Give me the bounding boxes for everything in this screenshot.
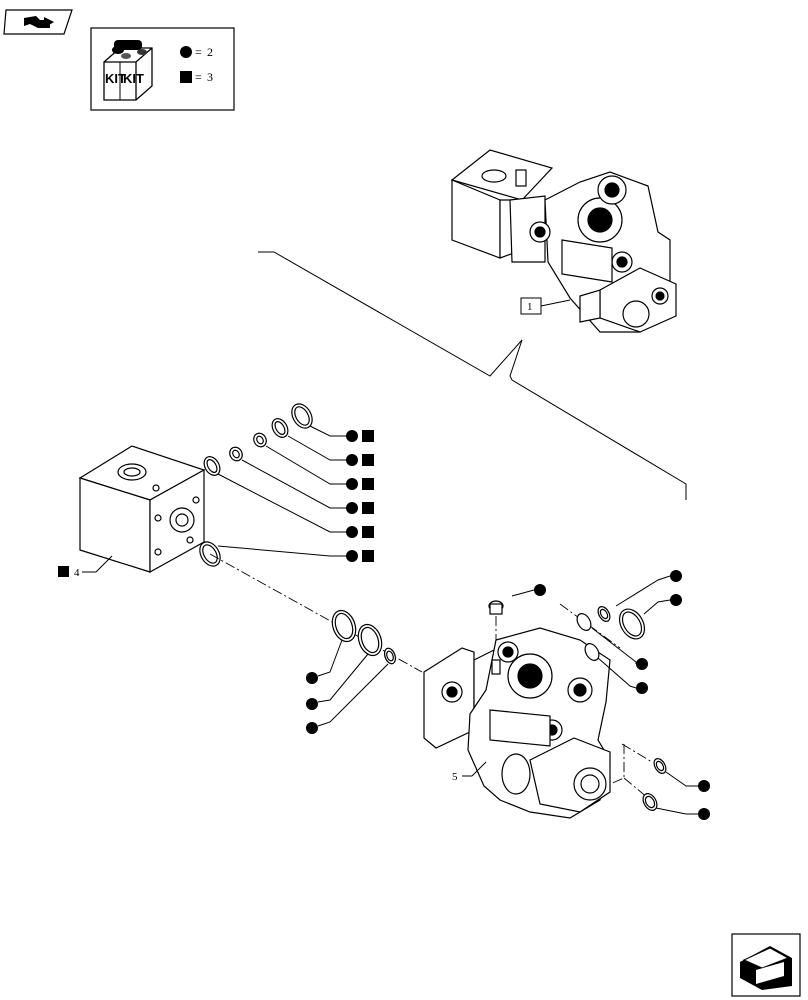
callout-1: 1: [520, 297, 571, 315]
kit-marker-square: [362, 454, 374, 466]
kit-marker-circle: [670, 594, 682, 606]
ref-5-label: 5: [452, 771, 458, 783]
kit-marker-circle: [346, 550, 358, 562]
kit-marker-circle: [306, 672, 318, 684]
kit-marker-circle: [534, 584, 546, 596]
book-arrow-icon[interactable]: [3, 9, 73, 35]
square-equals: =: [195, 70, 202, 84]
lower-leader-lines: [317, 575, 698, 815]
ref-4-label: 4: [74, 567, 80, 579]
valve-body-exploded: [423, 600, 611, 819]
kit-marker-square: [362, 526, 374, 538]
valve-assembly-overview: [450, 149, 677, 333]
kit-marker-circle: [636, 682, 648, 694]
kit-marker-circle: [698, 808, 710, 820]
circle-equals: =: [195, 45, 202, 59]
kit-marker-column: [346, 430, 374, 562]
kit-marker-circle: [346, 430, 358, 442]
kit-marker-circle: [306, 722, 318, 734]
kit-marker-circle: [698, 780, 710, 792]
seal-kit-parts: [199, 403, 313, 567]
square-marker-icon: [180, 71, 192, 83]
kit-label-2: KIT: [123, 71, 144, 86]
kit-label-1: KIT: [105, 71, 126, 86]
kit-marker-square: [362, 478, 374, 490]
circle-quantity: 2: [207, 45, 213, 59]
kit-marker-circle: [306, 698, 318, 710]
kit-marker-circle: [636, 658, 648, 670]
seal-leader-lines: [217, 425, 346, 557]
kit-marker-circle: [346, 526, 358, 538]
lower-seals: [331, 606, 667, 811]
callout-5: 5: [452, 761, 487, 783]
kit-marker-circle: [346, 502, 358, 514]
kit-marker-square: [362, 430, 374, 442]
ref-1-label: 1: [527, 301, 533, 313]
square-quantity: 3: [207, 70, 213, 84]
callout-4: 4: [58, 555, 113, 579]
adapter-block: [78, 445, 206, 574]
kit-icon: KIT KIT: [103, 40, 153, 101]
kit-marker-square: [362, 550, 374, 562]
zoom-connector: [258, 251, 687, 500]
kit-legend: KIT KIT = 2 = 3: [90, 27, 235, 111]
next-page-arrow-icon[interactable]: [731, 933, 801, 997]
kit-marker-circle: [346, 478, 358, 490]
kit-marker-square: [362, 502, 374, 514]
kit-marker-circle: [346, 454, 358, 466]
kit-marker-circle: [670, 570, 682, 582]
circle-marker-icon: [180, 46, 192, 58]
